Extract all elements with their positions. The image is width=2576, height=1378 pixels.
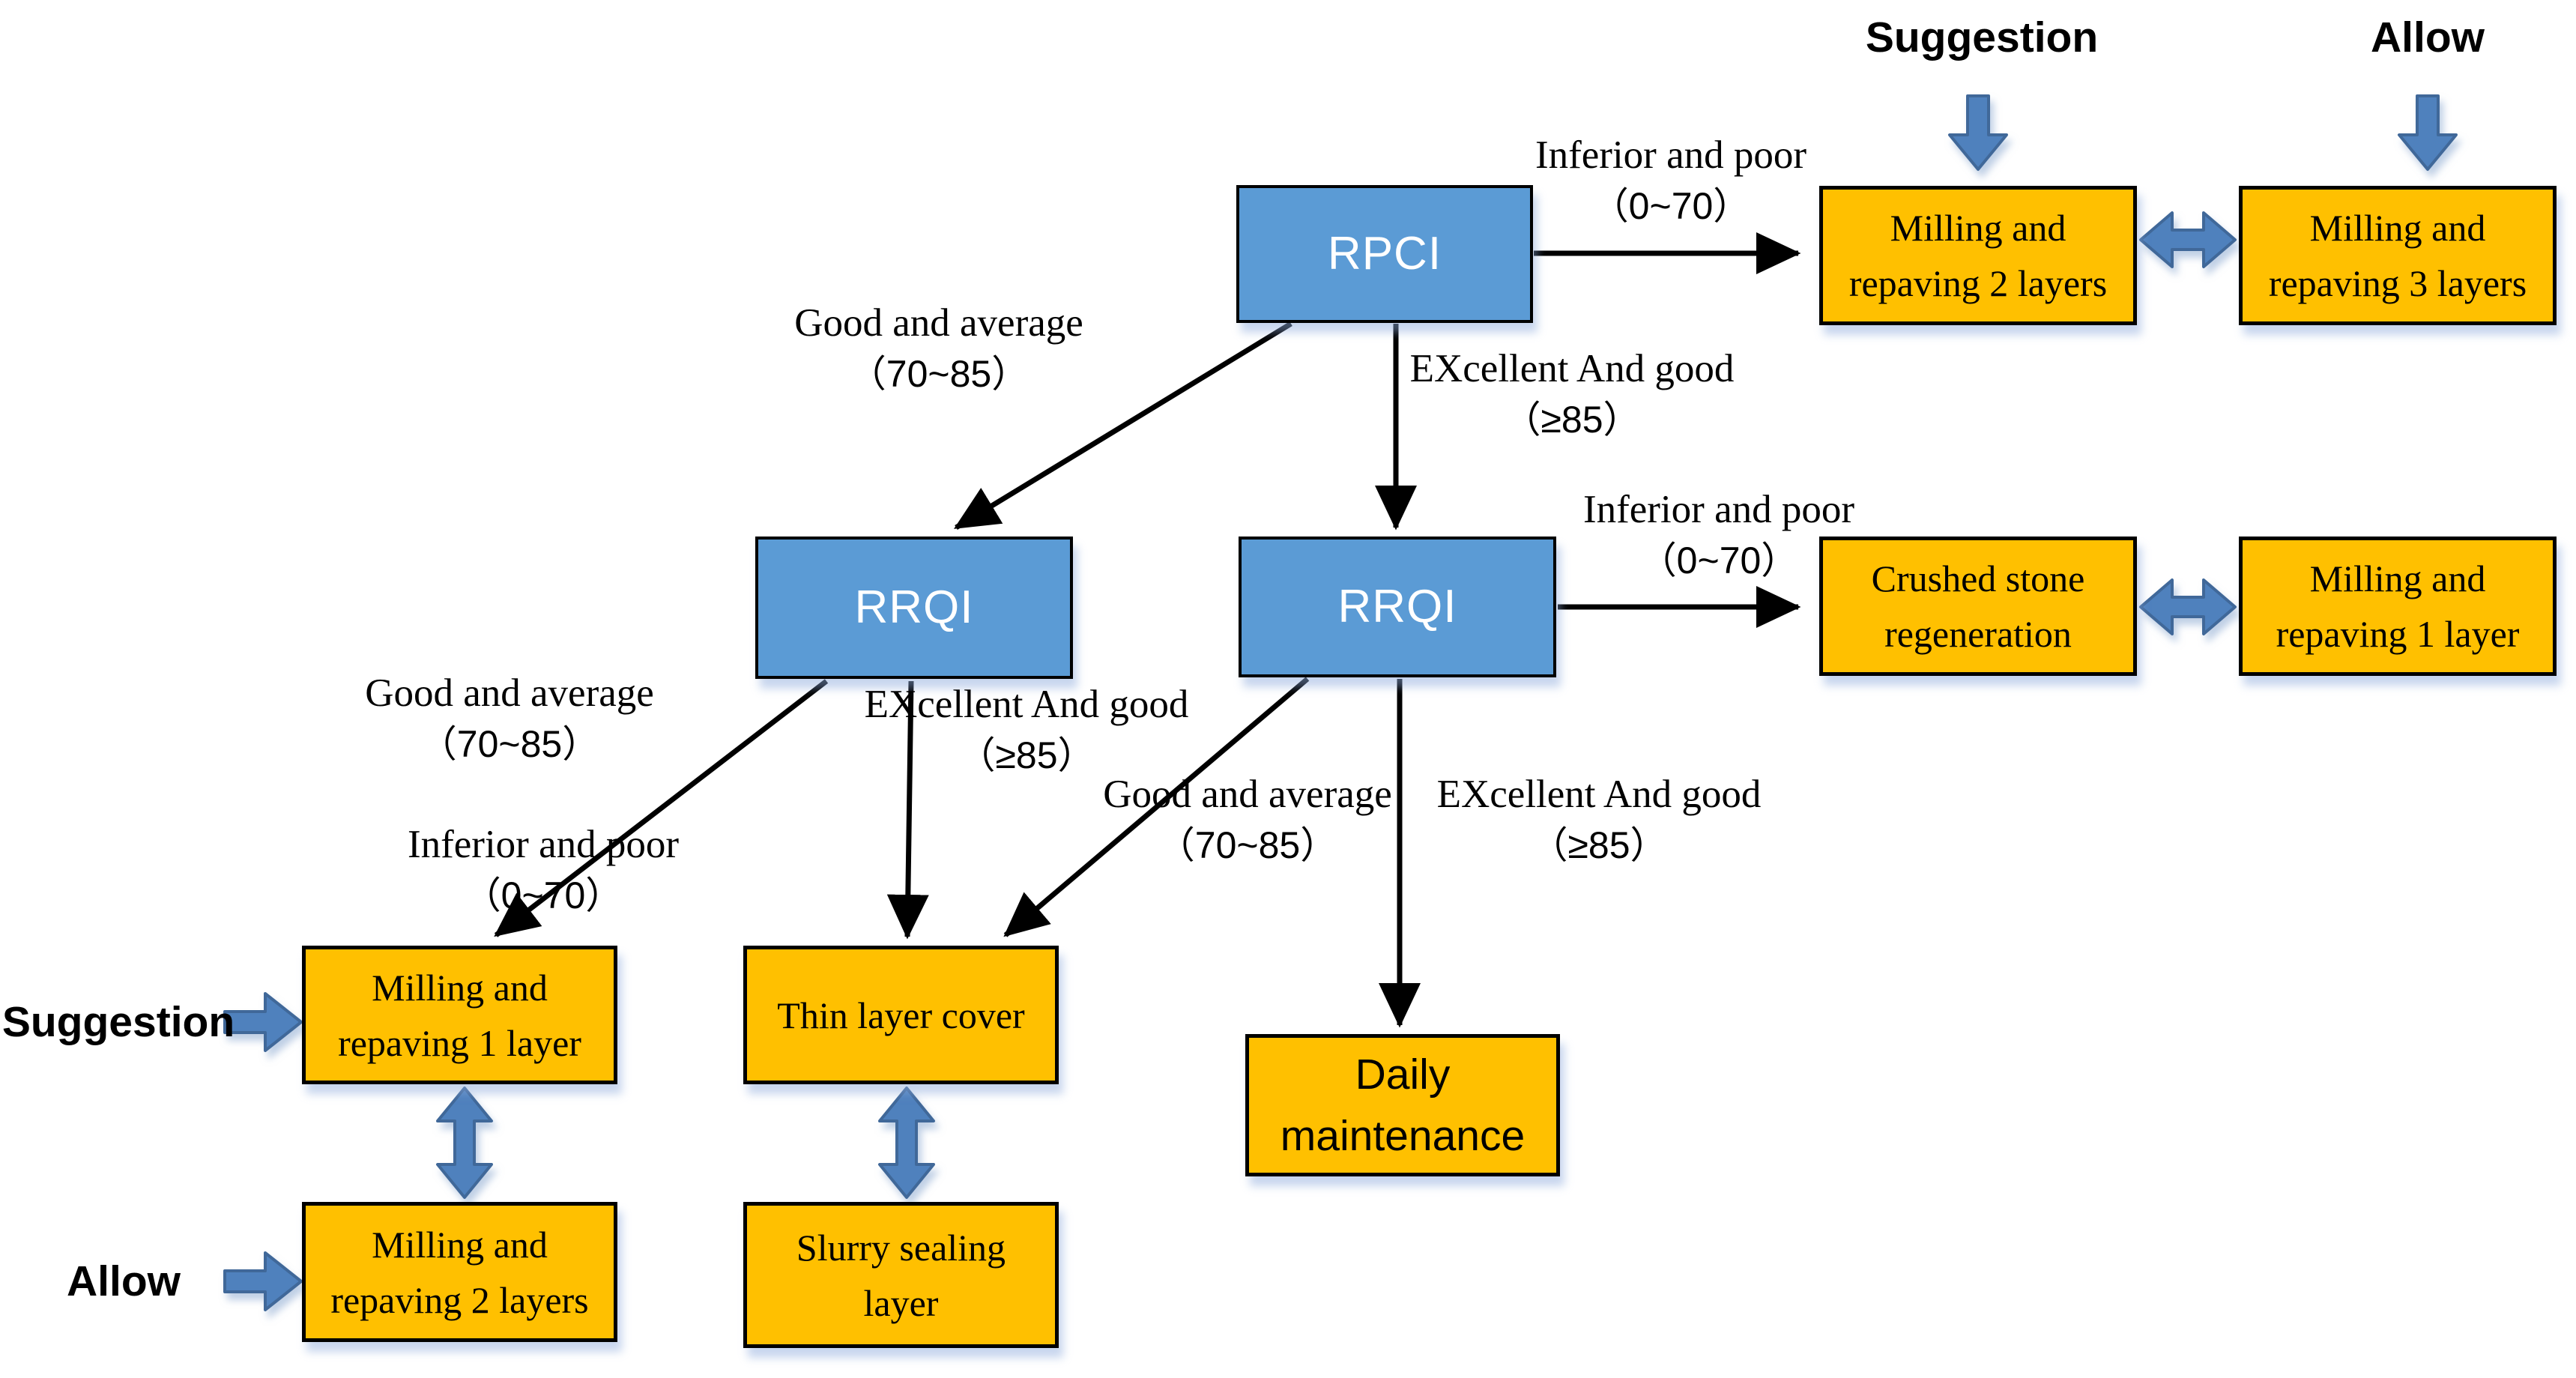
label-allow-left: Allow: [67, 1257, 181, 1305]
label-allow-top: Allow: [2371, 13, 2485, 61]
connector-rrqileft-to-milling1-bottom: [494, 679, 829, 937]
node-rpci-label: RPCI: [1327, 228, 1442, 279]
suggestion-down-arrow-icon: [1948, 94, 2008, 171]
node-rrqi-right-label: RRQI: [1337, 581, 1457, 632]
edge-label-rpci-excellent: EXcellent And good （≥85）: [1409, 347, 1735, 441]
node-rpci: RPCI: [1236, 185, 1533, 323]
connector-rrqileft-to-thinlayer: [886, 680, 929, 940]
node-slurry-sealing-layer: Slurry sealing layer: [743, 1202, 1059, 1348]
double-arrow-thinlayer-icon: [878, 1087, 935, 1199]
label-suggestion-left: Suggestion: [1, 998, 235, 1046]
node-milling-repaving-1-layer-right: Milling and repaving 1 layer: [2239, 537, 2557, 676]
edge-label-rpci-inferior: Inferior and poor （0~70）: [1535, 133, 1807, 227]
node-milling-repaving-2-layers-bottom: Milling and repaving 2 layers: [302, 1202, 617, 1342]
edge-label-rrqi-left-inferior: Inferior and poor （0~70）: [407, 823, 680, 916]
node-milling-repaving-2-layers-top: Milling and repaving 2 layers: [1819, 186, 2137, 325]
allow-down-arrow-icon: [2398, 94, 2458, 171]
edge-label-rrqi-left-good: Good and average （70~85）: [365, 671, 654, 765]
node-rrqi-left: RRQI: [755, 537, 1073, 679]
double-arrow-top-icon: [2139, 211, 2237, 268]
allow-right-arrow-icon: [223, 1251, 303, 1311]
node-rrqi-left-label: RRQI: [854, 581, 974, 633]
node-daily-maintenance: Daily maintenance: [1245, 1034, 1560, 1176]
node-crushed-stone-regeneration: Crushed stone regeneration: [1819, 537, 2137, 676]
node-milling-repaving-3-layers-top: Milling and repaving 3 layers: [2239, 186, 2557, 325]
node-milling-repaving-1-layer-bottom: Milling and repaving 1 layer: [302, 946, 617, 1084]
edge-label-rrqi-right-good: Good and average （70~85）: [1103, 773, 1392, 866]
double-arrow-bottomleft-icon: [436, 1087, 493, 1199]
label-suggestion-top: Suggestion: [1865, 13, 2099, 61]
suggestion-right-arrow-icon: [223, 992, 303, 1052]
double-arrow-middle-icon: [2139, 578, 2237, 635]
node-rrqi-right: RRQI: [1239, 537, 1556, 677]
edge-label-rrqi-right-inferior: Inferior and poor （0~70）: [1582, 488, 1855, 581]
connector-rpci-to-rrqi-left: [954, 321, 1292, 530]
connector-rrqiright-to-thinlayer: [1003, 677, 1310, 937]
node-thin-layer-cover: Thin layer cover: [743, 946, 1059, 1084]
edge-label-rpci-good: Good and average （70~85）: [794, 301, 1083, 395]
edge-label-rrqi-right-excellent: EXcellent And good （≥85）: [1436, 773, 1762, 866]
edge-label-rrqi-left-excellent: EXcellent And good （≥85）: [864, 683, 1189, 776]
